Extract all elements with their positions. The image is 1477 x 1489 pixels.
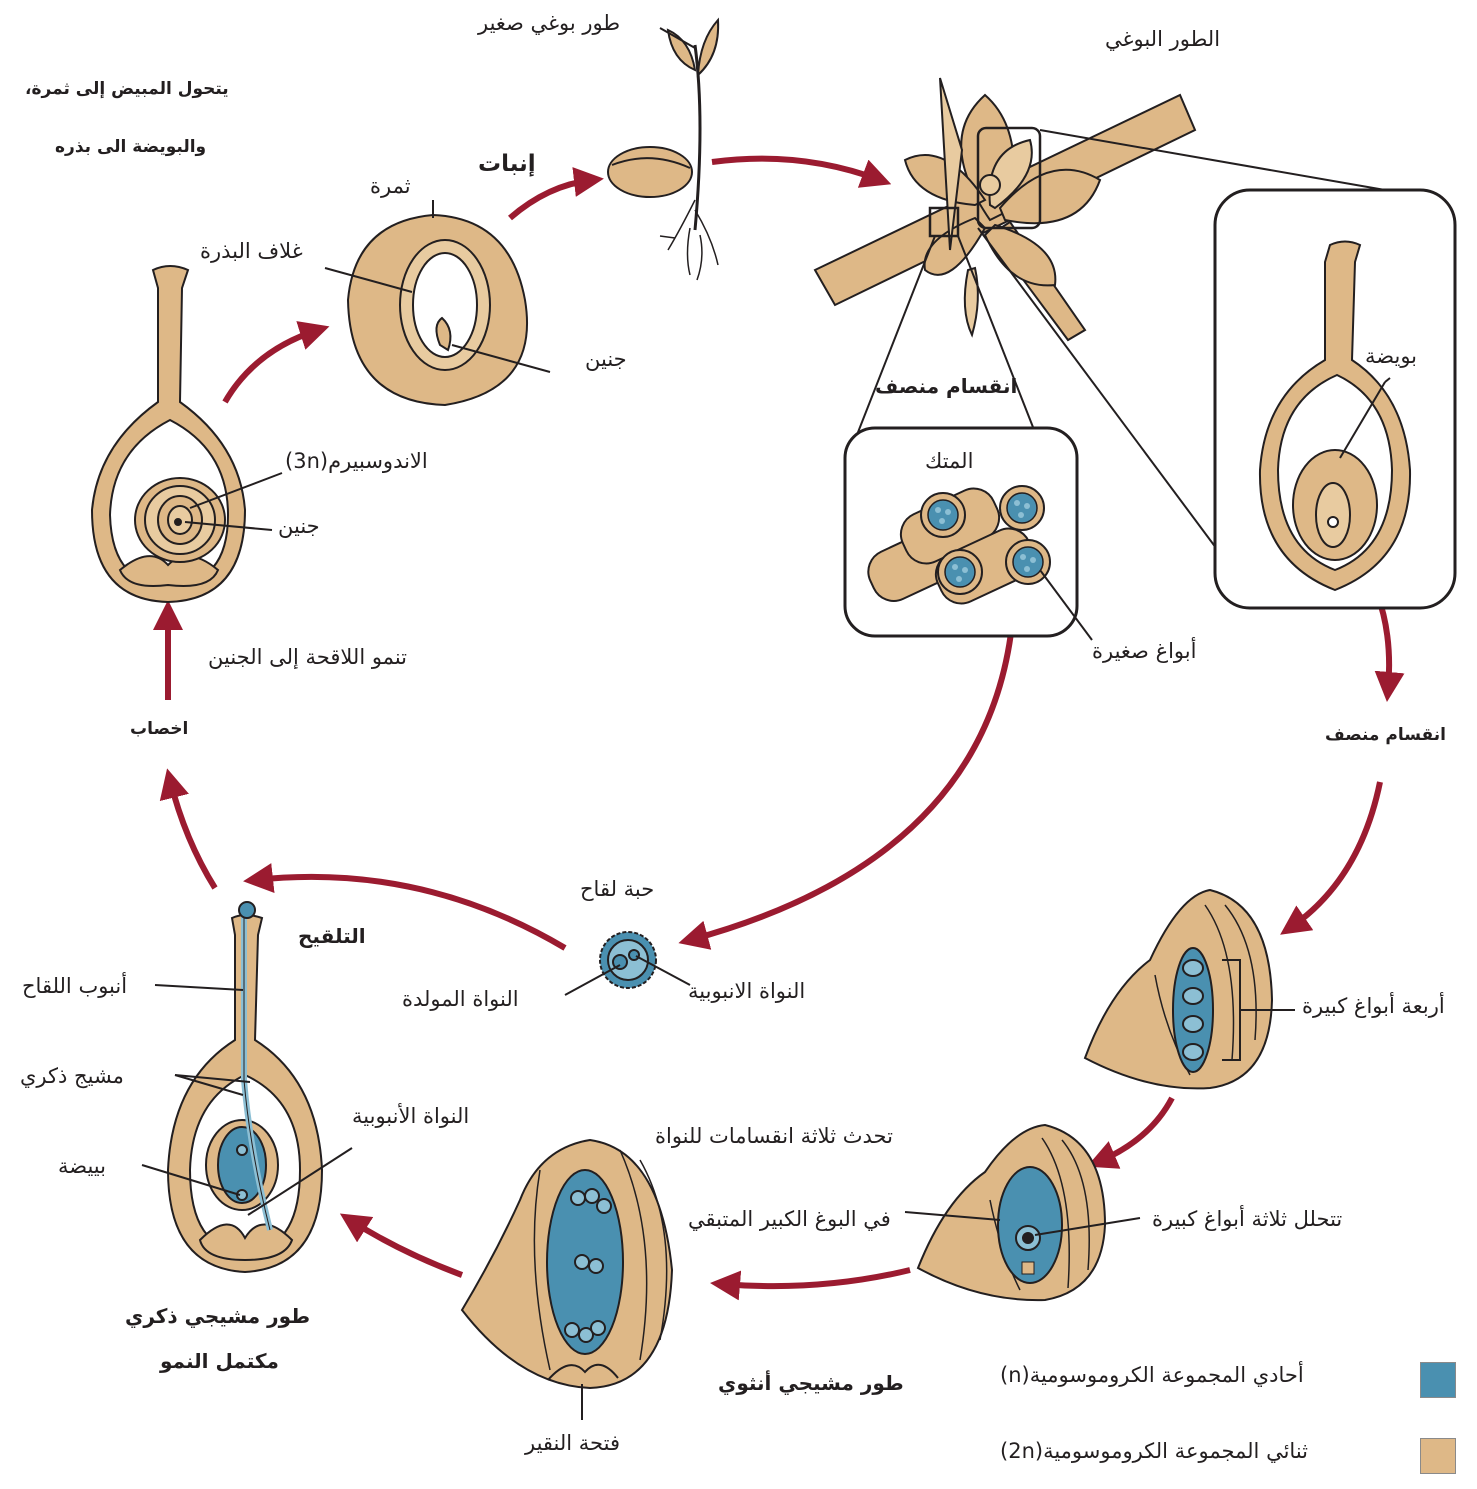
label-microspores: أبواغ صغيرة (1092, 640, 1196, 663)
arrow-sprout-to-flower (712, 159, 880, 180)
label-pollen-grain: حبة لقاح (580, 878, 654, 901)
label-egg: بييضة (58, 1155, 106, 1178)
label-germination: إنبات (478, 152, 536, 177)
label-male-gametophyte-2: مكتمل النمو (160, 1350, 279, 1372)
label-ovule-becomes-seed: والبويضة الى بذره (55, 138, 206, 157)
label-embryo-ovule: جنين (278, 515, 320, 538)
label-fruit: ثمرة (370, 175, 411, 198)
arrow-anther-to-pollen (690, 625, 1012, 940)
label-meiosis-ovule: انقسام منصف (1325, 726, 1446, 745)
label-three-degenerate: تتحلل ثلاثة أبواغ كبيرة (1152, 1208, 1342, 1231)
fruit-seed-illustration (325, 200, 550, 405)
label-ovary-becomes-fruit: يتحول المبيض إلى ثمرة، (25, 80, 229, 99)
label-ovule: بويضة (1365, 345, 1417, 368)
label-four-megaspores: أربعة أبواغ كبيرة (1302, 995, 1445, 1018)
label-three-divisions: تحدث ثلاثة انقسامات للنواة (655, 1125, 893, 1148)
label-endosperm: الاندوسبيرم(3n) (285, 450, 428, 473)
label-male-gametophyte-1: طور مشيجي ذكري (125, 1305, 310, 1327)
label-fertilization: اخصاب (130, 720, 188, 739)
ovule-box (1215, 190, 1455, 608)
seedling-illustration (608, 20, 718, 280)
arrow-to-male-gametophyte (350, 1220, 462, 1275)
arrow-pollination-to-fertilization (170, 780, 215, 888)
flower-illustration (815, 78, 1195, 340)
label-generative-nucleus: النواة المولدة (402, 988, 519, 1011)
label-anther: المتك (925, 450, 973, 473)
arrow-ovule-to-seed (225, 330, 318, 402)
legend-swatch-diploid (1420, 1438, 1456, 1474)
legend-label-haploid: أحادي المجموعة الكروموسومية(n) (1000, 1364, 1304, 1387)
label-embryo-seed: جنين (585, 348, 627, 371)
arrow-megaspores-to-degenerate (1098, 1098, 1172, 1162)
label-young-sporophyte: طور بوغي صغير (478, 12, 620, 35)
pollinated-ovule-illustration (142, 902, 352, 1272)
developing-seed-illustration (92, 266, 282, 602)
label-pollination: التلقيح (298, 925, 366, 947)
pollen-grain-illustration (565, 932, 690, 995)
label-in-remaining-megaspore: في البوغ الكبير المتبقي (688, 1208, 891, 1231)
label-zygote-grows: تنمو اللاقحة إلى الجنين (208, 646, 407, 669)
label-micropyle: فتحة النقير (525, 1432, 620, 1455)
arrow-to-female-gametophyte (722, 1270, 910, 1286)
label-meiosis-anther: انقسام منصف (875, 375, 1017, 397)
label-seed-coat: غلاف البذرة (200, 240, 303, 263)
label-pollen-tube: أنبوب اللقاح (22, 975, 127, 998)
legend-swatch-haploid (1420, 1362, 1456, 1398)
arrow-seed-to-sprout (510, 180, 592, 218)
label-male-gametes: مشيج ذكري (20, 1065, 124, 1088)
female-gametophyte-illustration (462, 1140, 672, 1420)
four-megaspores-illustration (1085, 890, 1295, 1088)
arrow-meiosis-to-megaspores (1290, 782, 1380, 928)
label-sporophyte: الطور البوغي (1105, 28, 1220, 51)
label-tube-nucleus-2: النواة الانبوبية (688, 980, 805, 1003)
degenerating-megaspores-illustration (918, 1125, 1140, 1300)
label-tube-nucleus-1: النواة الأنبوبية (352, 1105, 469, 1128)
legend-label-diploid: ثنائي المجموعة الكروموسومية(2n) (1000, 1440, 1308, 1463)
label-female-gametophyte: طور مشيجي أنثوي (718, 1372, 904, 1394)
